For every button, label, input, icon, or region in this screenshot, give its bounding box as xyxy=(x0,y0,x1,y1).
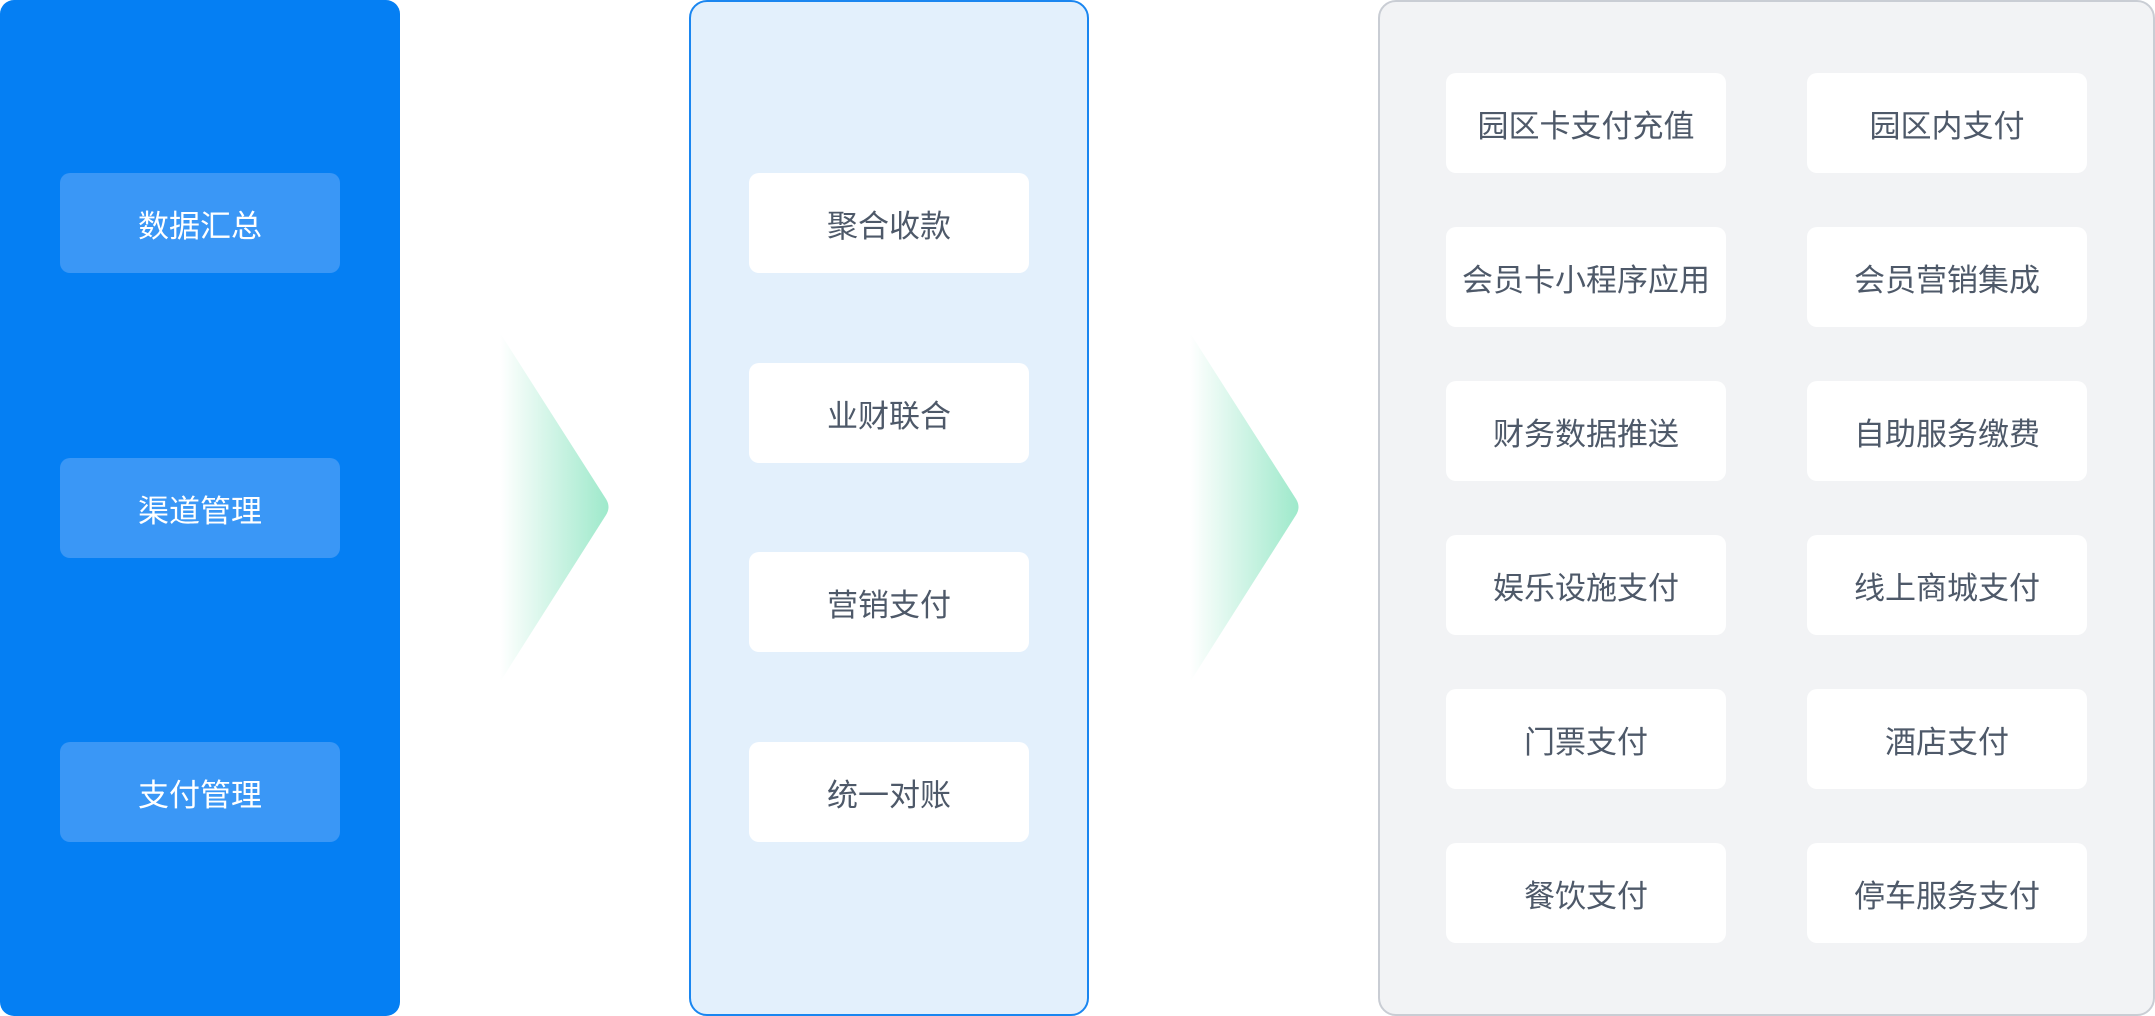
card-label: 娱乐设施支付 xyxy=(1493,570,1679,607)
card-label: 聚合收款 xyxy=(827,208,951,245)
middle-panel-capabilities: 聚合收款 业财联合 营销支付 统一对账 xyxy=(689,0,1089,1016)
left-card-payment-management[interactable]: 支付管理 xyxy=(60,742,340,842)
scenario-card[interactable]: 自助服务缴费 xyxy=(1807,381,2087,481)
scenario-card[interactable]: 财务数据推送 xyxy=(1446,381,1726,481)
scenario-card[interactable]: 酒店支付 xyxy=(1807,689,2087,789)
card-label: 门票支付 xyxy=(1524,724,1648,761)
scenario-card[interactable]: 会员卡小程序应用 xyxy=(1446,227,1726,327)
card-label: 会员卡小程序应用 xyxy=(1462,262,1710,299)
card-label: 餐饮支付 xyxy=(1524,878,1648,915)
scenario-card[interactable]: 线上商城支付 xyxy=(1807,535,2087,635)
chevron-right-icon xyxy=(500,333,609,682)
card-label: 园区卡支付充值 xyxy=(1477,108,1695,145)
chevron-right-icon xyxy=(1190,333,1299,682)
scenario-card[interactable]: 门票支付 xyxy=(1446,689,1726,789)
card-label: 自助服务缴费 xyxy=(1854,416,2040,453)
scenario-card[interactable]: 停车服务支付 xyxy=(1807,843,2087,943)
scenario-card[interactable]: 餐饮支付 xyxy=(1446,843,1726,943)
scenario-card[interactable]: 园区内支付 xyxy=(1807,73,2087,173)
card-label: 线上商城支付 xyxy=(1854,570,2040,607)
left-card-channel-management[interactable]: 渠道管理 xyxy=(60,458,340,558)
card-label: 会员营销集成 xyxy=(1854,262,2040,299)
mid-card-aggregate-collection[interactable]: 聚合收款 xyxy=(749,173,1029,273)
card-label: 渠道管理 xyxy=(138,493,262,530)
card-label: 业财联合 xyxy=(827,398,951,435)
right-panel-scenarios: 园区卡支付充值 园区内支付 会员卡小程序应用 会员营销集成 财务数据推送 自助服… xyxy=(1378,0,2155,1016)
mid-card-unified-reconciliation[interactable]: 统一对账 xyxy=(749,742,1029,842)
card-label: 停车服务支付 xyxy=(1854,878,2040,915)
mid-card-marketing-payment[interactable]: 营销支付 xyxy=(749,552,1029,652)
card-label: 财务数据推送 xyxy=(1493,416,1679,453)
card-label: 酒店支付 xyxy=(1885,724,2009,761)
card-label: 支付管理 xyxy=(138,777,262,814)
scenario-card[interactable]: 会员营销集成 xyxy=(1807,227,2087,327)
mid-card-business-finance[interactable]: 业财联合 xyxy=(749,363,1029,463)
card-label: 园区内支付 xyxy=(1869,108,2025,145)
left-card-data-summary[interactable]: 数据汇总 xyxy=(60,173,340,273)
scenario-card[interactable]: 园区卡支付充值 xyxy=(1446,73,1726,173)
card-label: 数据汇总 xyxy=(138,208,262,245)
scenario-card[interactable]: 娱乐设施支付 xyxy=(1446,535,1726,635)
card-label: 统一对账 xyxy=(827,777,951,814)
left-panel-management: 数据汇总 渠道管理 支付管理 xyxy=(0,0,400,1016)
card-label: 营销支付 xyxy=(827,587,951,624)
